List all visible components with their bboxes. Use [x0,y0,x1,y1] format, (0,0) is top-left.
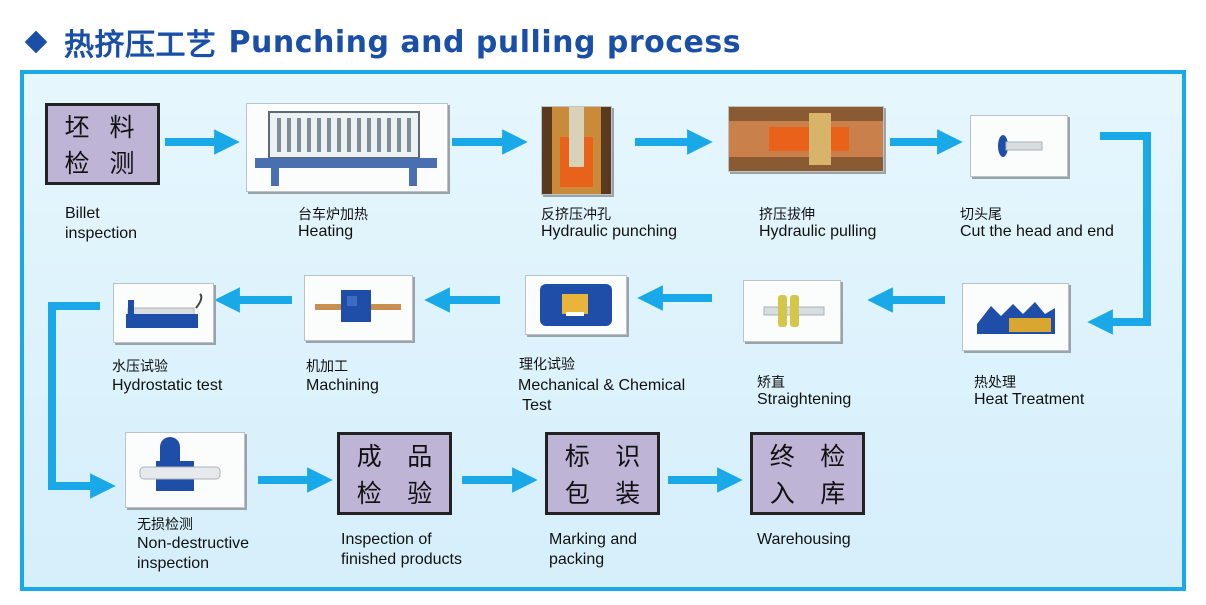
ndt-en-label: Non-destructive inspection [137,535,250,572]
finished-char-2: 品 [407,442,433,472]
finished-en-label: Inspection of finished products [341,531,462,568]
heat-treatment-cn-label: 热处理 [974,375,1016,391]
mech-chem-en-label: Mechanical & Chemical Test [518,377,686,414]
marking-packing-box: 标 识 包 装 [545,432,660,515]
billet-en-label: Billet inspection [65,205,138,242]
marking-en-label: Marking and packing [549,531,638,568]
page-title: 热挤压工艺 Punching and pulling process [22,20,741,64]
hydrostatic-cn-label: 水压试验 [112,359,168,375]
hydrostatic-image [113,283,214,343]
finished-char-1: 成 [356,442,382,472]
heating-cn-label: 台车炉加热 [298,207,368,223]
warehousing-box: 终 检 入 库 [750,432,865,515]
cut-en-label: Cut the head and end [960,223,1114,240]
mech-chem-cn-label: 理化试验 [519,357,575,373]
marking-char-1: 标 [564,442,590,472]
straightening-image [743,280,841,342]
warehousing-char-2: 检 [820,442,846,472]
pulling-cn-label: 挤压拔伸 [759,207,815,223]
punching-image [541,106,612,195]
hydrostatic-en-label: Hydrostatic test [112,377,223,394]
finished-char-3: 检 [356,478,382,508]
title-chinese: 热挤压工艺 [64,28,217,63]
connector-left [48,302,116,499]
marking-char-3: 包 [564,478,590,508]
warehousing-char-1: 终 [769,442,795,472]
title-english: Punching and pulling process [228,24,742,60]
heating-en-label: Heating [298,223,354,240]
marking-char-2: 识 [615,442,641,472]
pulling-image [728,106,884,172]
warehousing-char-3: 入 [769,478,795,508]
machining-image [304,275,413,341]
mech-chem-image [525,275,627,335]
billet-inspection-box: 坯 料 检 测 [45,103,160,185]
machining-en-label: Machining [306,377,379,394]
machining-cn-label: 机加工 [306,359,348,375]
ndt-image [125,432,245,508]
warehousing-char-4: 库 [820,478,846,508]
billet-label-line1: 坯 料 [64,113,141,142]
finished-products-box: 成 品 检 验 [337,432,452,515]
pulling-en-label: Hydraulic pulling [759,223,877,240]
cut-image [970,115,1068,177]
warehousing-en-label: Warehousing [757,531,851,548]
punching-en-label: Hydraulic punching [541,223,678,240]
connector-right [1087,132,1151,335]
punching-cn-label: 反挤压冲孔 [541,207,611,223]
heat-treatment-en-label: Heat Treatment [974,391,1085,408]
marking-char-4: 装 [615,478,641,508]
billet-label-line2: 检 测 [64,149,141,178]
straightening-cn-label: 矫直 [757,375,785,391]
heat-treatment-image [962,283,1069,351]
finished-char-4: 验 [407,478,433,508]
heating-image [246,103,448,192]
straightening-en-label: Straightening [757,391,852,408]
cut-cn-label: 切头尾 [960,207,1002,223]
ndt-cn-label: 无损检测 [137,517,193,533]
